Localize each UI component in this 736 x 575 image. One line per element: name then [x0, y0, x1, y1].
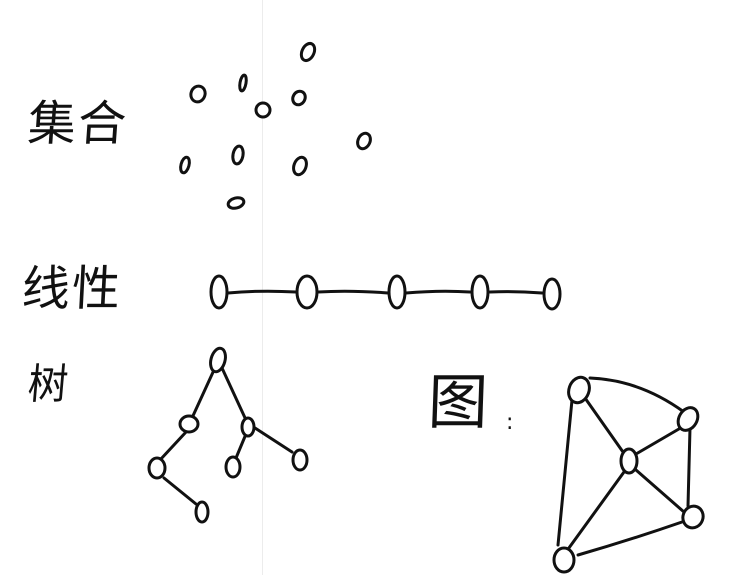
graph-node [567, 375, 591, 405]
graph-node [681, 504, 705, 530]
linear-structure [209, 274, 562, 311]
linear-node [470, 274, 490, 310]
set-node [291, 89, 307, 107]
graph-edge [686, 426, 692, 508]
linear-edge [226, 289, 298, 295]
label-set: 集合 [26, 96, 130, 152]
graph-edge [634, 468, 686, 514]
set-node [292, 155, 308, 177]
linear-node [387, 274, 407, 310]
tree-edge [190, 368, 216, 420]
linear-node [542, 277, 562, 311]
set-node [231, 144, 245, 166]
graph-structure [552, 375, 705, 574]
linear-edge [488, 290, 544, 295]
label-graph: 图 [426, 368, 490, 438]
tree-edge [253, 426, 294, 454]
graph-node [619, 447, 639, 475]
tree-structure [147, 346, 309, 524]
graph-edge [634, 424, 686, 456]
set-node [179, 155, 191, 175]
graph-edge [583, 396, 625, 454]
graph-node [676, 406, 700, 432]
graph-node [552, 546, 576, 574]
linear-edge [316, 289, 390, 295]
graph-edge [564, 470, 626, 554]
label-tree: 树 [25, 360, 71, 410]
graph-edge [588, 376, 686, 414]
set-node [254, 101, 272, 119]
tree-node [194, 500, 210, 524]
linear-node [209, 274, 229, 310]
linear-edge [404, 289, 472, 295]
tree-node [240, 416, 256, 438]
label-graph-colon: : [506, 410, 514, 435]
tree-node [224, 455, 242, 479]
tree-node [147, 456, 167, 480]
graph-edge [556, 398, 574, 547]
tree-edge [162, 476, 198, 506]
set-node [356, 131, 372, 151]
label-linear: 线性 [20, 261, 124, 317]
graph-edge [576, 520, 684, 557]
tree-edge [220, 366, 248, 422]
set-elements [179, 41, 372, 210]
set-node [238, 73, 248, 93]
linear-node [295, 274, 319, 310]
set-node [226, 196, 246, 210]
page-divider [262, 0, 263, 575]
tree-node [178, 414, 200, 434]
tree-edge [158, 430, 188, 462]
set-node [189, 84, 207, 104]
tree-edge [234, 432, 248, 460]
tree-node [209, 346, 227, 374]
tree-node [291, 448, 309, 472]
set-node [299, 41, 317, 63]
